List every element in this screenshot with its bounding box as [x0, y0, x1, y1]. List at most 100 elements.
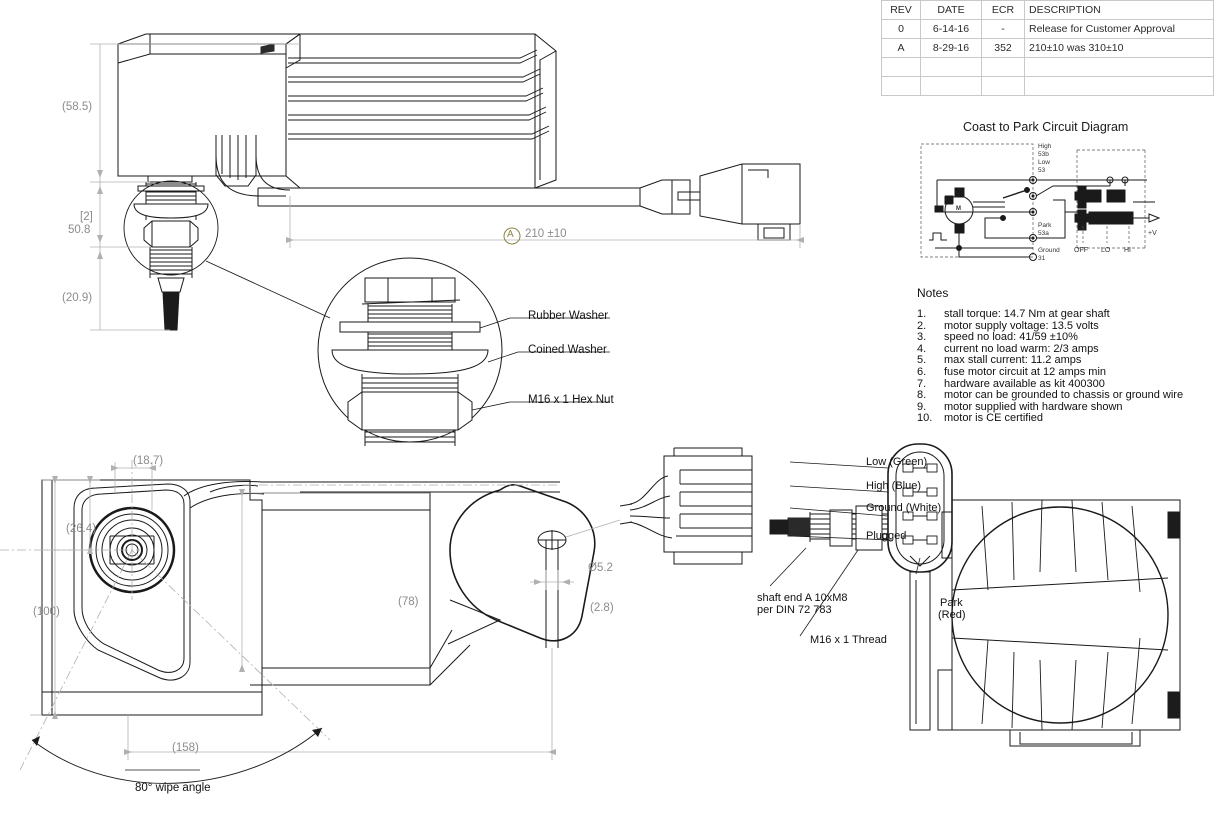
cell-date: 8-29-16	[920, 38, 982, 58]
header-rev: REV	[881, 0, 921, 20]
dim-plan-width: (100)	[33, 606, 60, 618]
note-text: fuse motor circuit at 12 amps min	[944, 365, 1107, 378]
note-number: 9.	[917, 400, 927, 413]
dim-mount-value: 50.8	[68, 224, 91, 236]
mounting-plate	[73, 483, 191, 681]
cell-description: Release for Customer Approval	[1024, 19, 1214, 39]
hex-nut-detail	[347, 391, 473, 431]
note-text: current no load warm: 2/3 amps	[944, 342, 1099, 355]
note-number: 8.	[917, 389, 927, 402]
list-item: 1.stall torque: 14.7 Nm at gear shaft	[917, 308, 1214, 321]
motor-symbol-label: M	[956, 206, 961, 212]
supply-voltage-label: +V	[1148, 230, 1157, 237]
motor-body	[285, 33, 557, 189]
note-number: 4.	[917, 342, 927, 355]
wipe-angle-label: 80° wipe angle	[135, 782, 211, 794]
terminal-high-name: High	[1038, 143, 1052, 150]
cell-rev	[881, 57, 921, 77]
cell-date: 6-14-16	[920, 19, 982, 39]
cell-ecr	[981, 57, 1025, 77]
list-item: 4. current no load warm: 2/3 amps	[917, 342, 1214, 356]
plan-view-drawing	[0, 460, 621, 784]
callout-hex-nut: M16 x 1 Hex Nut	[528, 394, 614, 406]
thread-note: M16 x 1 Thread	[810, 634, 887, 646]
note-number: 6.	[917, 365, 927, 378]
note-text: max stall current: 11.2 amps	[944, 354, 1082, 367]
connector-block	[663, 455, 753, 553]
coined-washer	[133, 203, 209, 219]
notes-block: Notes 1.stall torque: 14.7 Nm at gear sh…	[917, 286, 1214, 425]
dim-boss-center: (26.4)	[66, 523, 97, 535]
note-number: 2.	[917, 319, 927, 332]
dim-offset-top: (18.7)	[133, 455, 164, 467]
rubber-washer-detail	[339, 321, 481, 333]
revision-table-header-row: REV DATE ECR DESCRIPTION	[881, 0, 1214, 20]
note-text: motor is CE certified	[944, 412, 1044, 425]
note-number: 10.	[917, 412, 933, 425]
cell-date	[920, 76, 982, 96]
cell-rev: 0	[881, 19, 921, 39]
cell-date	[920, 57, 982, 77]
list-item: 2. motor supply voltage: 13.5 volts	[917, 319, 1214, 333]
dim-mount-tag: [2]	[80, 211, 93, 223]
note-text: motor supply voltage: 13.5 volts	[944, 319, 1099, 332]
wire-label-ground: Ground (White)	[866, 502, 942, 514]
switch-position-off: OFF	[1074, 247, 1088, 254]
note-number: 1.	[917, 308, 927, 320]
park-label-line1: Park	[940, 597, 963, 609]
terminal-park-code: 53a	[1038, 229, 1049, 237]
motor-end-circle	[951, 506, 1169, 724]
list-item: 3.speed no load: 41/59 ±10%	[917, 332, 1214, 344]
dim-shaft-below: (20.9)	[62, 292, 93, 304]
note-text: hardware available as kit 400300	[944, 377, 1105, 390]
revision-balloon-label: A	[507, 229, 514, 240]
list-item: 8. motor can be grounded to chassis or gr…	[917, 390, 1214, 402]
park-label-line2: (Red)	[938, 609, 966, 621]
hex-nut	[143, 220, 199, 248]
list-item: 7. hardware available as kit 400300	[917, 377, 1214, 391]
note-text: motor can be grounded to chassis or grou…	[944, 389, 1184, 402]
switch-position-hi: HI	[1124, 247, 1131, 254]
wipe-angle-arc	[31, 727, 323, 784]
revision-balloon	[503, 227, 521, 245]
callout-rubber-washer: Rubber Washer	[528, 310, 609, 322]
motor-boundary	[920, 143, 1034, 258]
dim-height-overall: (58.5)	[62, 101, 93, 113]
wire-label-plugged: Plugged	[866, 530, 907, 542]
list-item: 6. fuse motor circuit at 12 amps min	[917, 365, 1214, 379]
circuit-diagram	[920, 143, 1161, 261]
table-row: A 8-29-16 352 210±10 was 310±10	[881, 38, 1214, 58]
list-item: 10. motor is CE certified	[917, 413, 1214, 425]
shaft-end-note-line1: shaft end A 10xM8	[757, 592, 848, 604]
side-view-drawing	[90, 33, 804, 331]
dim-hole-diameter: Ø5.2	[588, 562, 613, 574]
wire-label-high: High (Blue)	[866, 480, 922, 492]
terminal-low-name: Low	[1038, 159, 1050, 166]
linkage-arm	[449, 483, 596, 642]
circuit-terminal-high: High 53b	[1038, 143, 1051, 158]
table-row: 0 6-14-16 - Release for Customer Approva…	[881, 19, 1214, 39]
dim-overall-length: 210 ±10	[525, 228, 567, 240]
callout-coined-washer: Coined Washer	[528, 344, 607, 356]
circuit-terminal-low: Low 53	[1038, 159, 1050, 174]
shaft-flange	[147, 176, 193, 183]
note-number: 7.	[917, 377, 927, 390]
dim-body-length: (78)	[398, 596, 419, 608]
gearbox-housing	[117, 43, 287, 177]
terminal-high-code: 53b	[1038, 150, 1049, 158]
cell-ecr: 352	[981, 38, 1025, 58]
note-text: speed no load: 41/59 ±10%	[944, 331, 1078, 344]
note-text: motor supplied with hardware shown	[944, 400, 1123, 413]
cell-ecr	[981, 76, 1025, 96]
gearbox-plan-outline	[41, 479, 263, 716]
table-row	[881, 57, 1214, 77]
note-number: 5.	[917, 354, 927, 367]
rubber-washer	[137, 185, 205, 192]
cell-description	[1024, 76, 1214, 96]
cell-description	[1024, 57, 1214, 77]
notes-title: Notes	[917, 286, 949, 300]
circuit-terminal-park: Park 53a	[1038, 222, 1051, 237]
switch-position-lo: LO	[1101, 247, 1111, 254]
dim-overall-plan-length: (158)	[172, 742, 199, 754]
